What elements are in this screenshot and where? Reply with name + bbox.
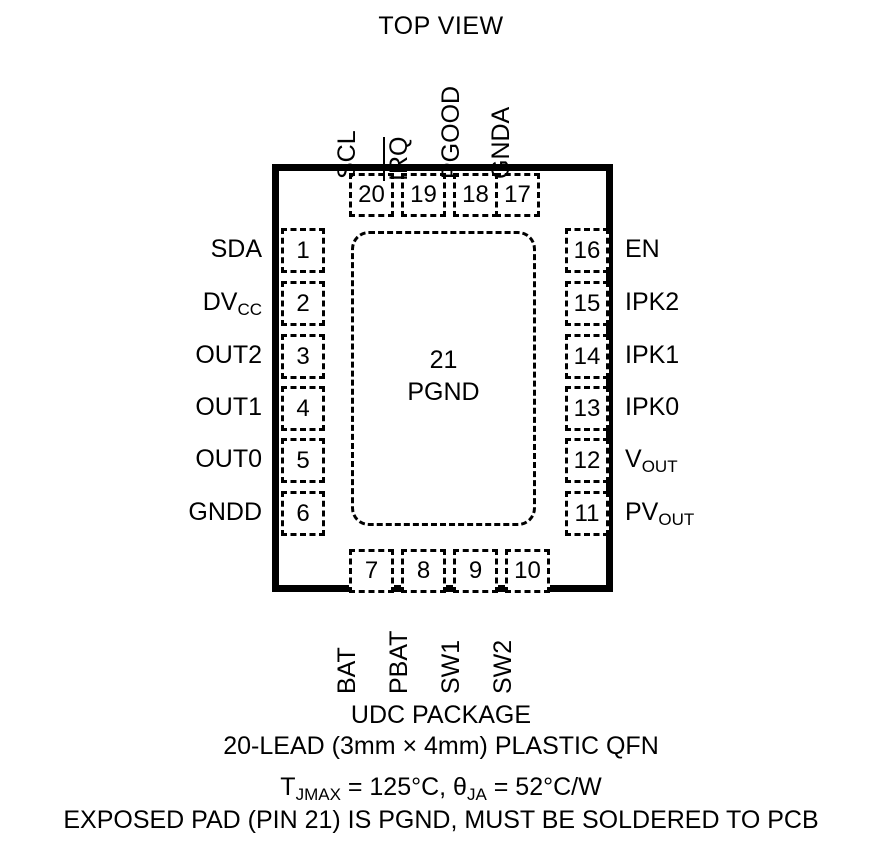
pin-label-out1: OUT1 (195, 393, 262, 421)
pin-label-sw1: SW1 (437, 639, 465, 694)
caption-line-leadcount: 20-LEAD (3mm × 4mm) PLASTIC QFN (223, 732, 659, 760)
pad-pin-16[interactable]: 16 (565, 228, 609, 273)
pad-pin-4[interactable]: 4 (281, 386, 325, 431)
pad-pin-5[interactable]: 5 (281, 438, 325, 483)
pad-number: 9 (468, 557, 483, 584)
pad-pin-3[interactable]: 3 (281, 334, 325, 379)
pad-pin-6[interactable]: 6 (281, 491, 325, 536)
pad-pin-14[interactable]: 14 (565, 334, 609, 379)
pin-label-ipk1: IPK1 (625, 341, 680, 369)
pad-number: 13 (573, 395, 601, 422)
pad-pin-13[interactable]: 13 (565, 386, 609, 431)
exposed-pad-number: 21 (429, 346, 458, 374)
exposed-pad-name: PGND (407, 378, 480, 406)
pad-number: 19 (410, 181, 437, 208)
pad-pin-12[interactable]: 12 (565, 438, 609, 483)
pin-label-ipk0: IPK0 (625, 393, 680, 421)
pad-number: 17 (504, 181, 531, 208)
pad-number: 20 (358, 181, 385, 208)
exposed-pad-outline (351, 231, 536, 526)
caption-line-thermal: TJMAX = 125°C, θJA = 52°C/W (280, 773, 602, 804)
pin-label-irq: IRQ (383, 136, 413, 181)
pad-number: 14 (573, 343, 601, 370)
pad-pin-15[interactable]: 15 (565, 281, 609, 326)
pad-number: 8 (416, 557, 431, 584)
pad-number: 6 (296, 500, 310, 527)
pad-pin-18[interactable]: 18 (453, 173, 498, 217)
pad-number: 15 (573, 290, 601, 317)
pin-label-pvout: PVOUT (625, 498, 695, 529)
pad-pin-7[interactable]: 7 (349, 549, 394, 593)
pad-number: 7 (364, 557, 379, 584)
pin-label-vout: VOUT (625, 445, 678, 476)
pin-label-gndd: GNDD (188, 498, 262, 526)
pin-label-bat: BAT (333, 647, 361, 694)
caption-block: UDC PACKAGE 20-LEAD (3mm × 4mm) PLASTIC … (0, 700, 882, 836)
pin-label-pgood: PGOOD (437, 85, 465, 179)
pad-number: 2 (296, 290, 310, 317)
page-title: TOP VIEW (378, 12, 504, 40)
pin-label-scl: SCL (333, 130, 361, 179)
pin-label-out0: OUT0 (195, 445, 262, 473)
pad-number: 3 (296, 343, 310, 370)
pad-pin-8[interactable]: 8 (401, 549, 446, 593)
pad-number: 11 (574, 500, 600, 527)
pad-pin-2[interactable]: 2 (281, 281, 325, 326)
pin-label-sw2: SW2 (489, 639, 517, 694)
package-outline (272, 164, 613, 592)
pad-pin-1[interactable]: 1 (281, 228, 325, 273)
pad-pin-20[interactable]: 20 (349, 173, 394, 217)
exposed-pad-label: 21 PGND (351, 344, 536, 408)
pad-pin-9[interactable]: 9 (453, 549, 498, 593)
caption-spacer (0, 762, 882, 772)
pin-label-en: EN (625, 235, 660, 263)
pad-pin-19[interactable]: 19 (401, 173, 446, 217)
pad-number: 4 (296, 395, 310, 422)
pad-pin-17[interactable]: 17 (495, 173, 540, 217)
pad-number: 12 (573, 447, 601, 474)
pin-label-out2: OUT2 (195, 341, 262, 369)
caption-line-package: UDC PACKAGE (350, 701, 532, 729)
pad-pin-10[interactable]: 10 (505, 549, 550, 593)
pad-number: 16 (573, 237, 601, 264)
pin-label-gnda: GNDA (487, 106, 515, 179)
pin-label-ipk2: IPK2 (625, 288, 680, 316)
pad-number: 18 (462, 181, 489, 208)
pin-label-pbat: PBAT (385, 630, 413, 694)
pad-number: 10 (514, 557, 541, 584)
pad-number: 1 (296, 237, 310, 264)
pad-pin-11[interactable]: 11 (565, 491, 609, 536)
pin-label-sda: SDA (210, 235, 262, 263)
pad-number: 5 (296, 447, 310, 474)
pin-label-dvcc: DVCC (202, 288, 262, 319)
caption-line-exposedpad: EXPOSED PAD (PIN 21) IS PGND, MUST BE SO… (63, 806, 819, 834)
